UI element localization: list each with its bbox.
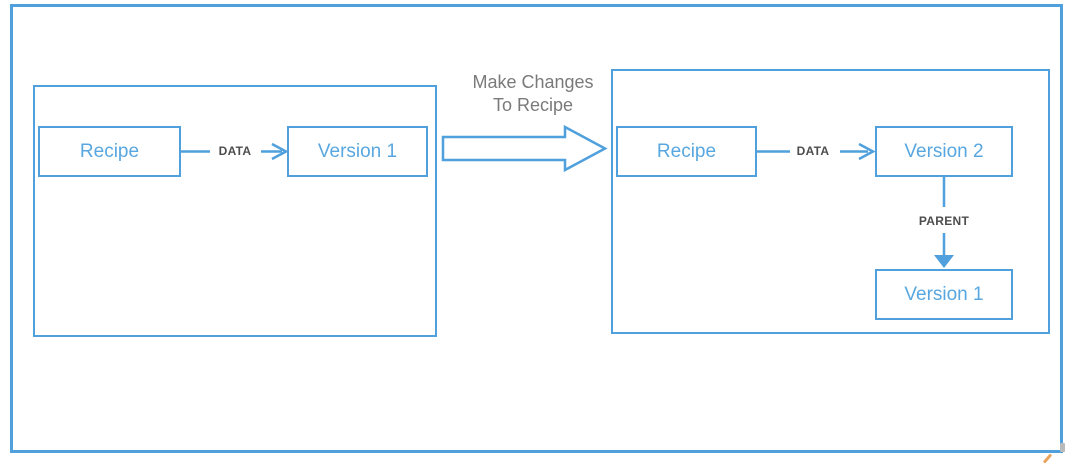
after-version2-node: Version 2 <box>875 126 1013 177</box>
before-panel <box>33 85 437 337</box>
before-recipe-label: Recipe <box>79 140 140 162</box>
before-version1-node: Version 1 <box>287 126 428 177</box>
after-version1-node: Version 1 <box>875 269 1013 320</box>
parent-edge-label: PARENT <box>918 214 970 228</box>
before-data-edge-label: DATA <box>218 144 252 158</box>
transition-caption-line1: Make Changes <box>472 72 594 92</box>
after-recipe-label: Recipe <box>656 140 717 162</box>
after-version1-label: Version 1 <box>904 283 984 305</box>
transition-caption-line2: To Recipe <box>492 95 574 115</box>
corner-gray-artifact <box>1060 443 1065 452</box>
after-recipe-node: Recipe <box>616 126 757 177</box>
before-version1-label: Version 1 <box>317 140 398 162</box>
transition-caption: Make Changes To Recipe <box>433 71 633 117</box>
outer-frame <box>10 4 1063 453</box>
after-data-edge-label: DATA <box>796 144 830 158</box>
after-version2-label: Version 2 <box>904 140 984 162</box>
after-panel <box>611 69 1050 334</box>
before-recipe-node: Recipe <box>38 126 181 177</box>
corner-slash-artifact <box>1042 453 1053 464</box>
